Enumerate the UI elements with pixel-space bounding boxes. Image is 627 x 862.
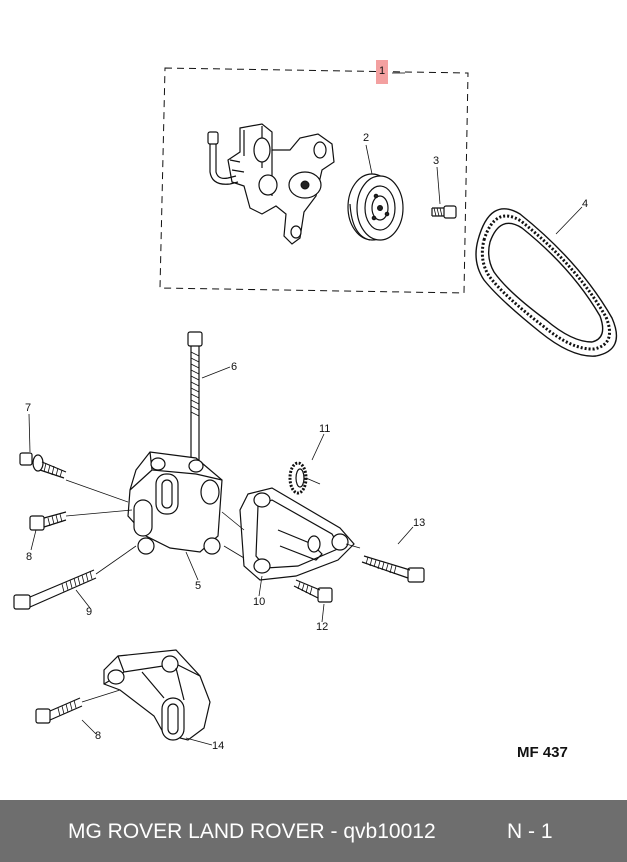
callout-11: 11 [319, 423, 331, 435]
callout-2: 2 [363, 132, 370, 144]
power-steering-pump [207, 123, 335, 245]
adaptor-plate [239, 487, 355, 581]
callout-7: 7 [25, 402, 32, 414]
small-bolt-lower [35, 697, 83, 724]
bolt-with-washer [19, 452, 67, 479]
callout-14: 14 [212, 740, 225, 752]
footer-bar: MG ROVER LAND ROVER - qvb10012 N - 1 [0, 800, 627, 862]
seal-ring [288, 461, 308, 495]
callout-3: 3 [433, 155, 440, 167]
small-bolt-upper [29, 511, 67, 531]
assembly-outline-dashed [159, 67, 469, 294]
callout-4: 4 [582, 198, 589, 210]
pulley-bolt [431, 205, 457, 219]
callout-13: 13 [413, 517, 426, 529]
callout-6: 6 [231, 361, 238, 373]
lower-bracket [103, 649, 211, 741]
callout-8-lower: 8 [95, 730, 102, 742]
pump-pulley [347, 173, 404, 241]
footer-part-code: N - 1 [507, 820, 553, 843]
long-stud-bolt [187, 331, 203, 462]
callout-1: 1 [376, 60, 389, 84]
callout-12: 12 [316, 621, 329, 633]
long-bolt [13, 569, 97, 610]
bolt-long-right [361, 555, 425, 583]
pump-mounting-bracket [127, 451, 223, 555]
callout-10: 10 [253, 596, 266, 608]
callout-8-upper: 8 [26, 551, 33, 563]
callout-5: 5 [195, 580, 202, 592]
callout-9: 9 [86, 606, 93, 618]
leader-lines [28, 72, 583, 746]
bolt-short [293, 579, 333, 603]
drawing-reference-code: MF 437 [517, 744, 568, 761]
drive-belt [475, 208, 618, 357]
footer-title: MG ROVER LAND ROVER - qvb10012 [68, 820, 436, 843]
exploded-parts-diagram [13, 67, 618, 746]
